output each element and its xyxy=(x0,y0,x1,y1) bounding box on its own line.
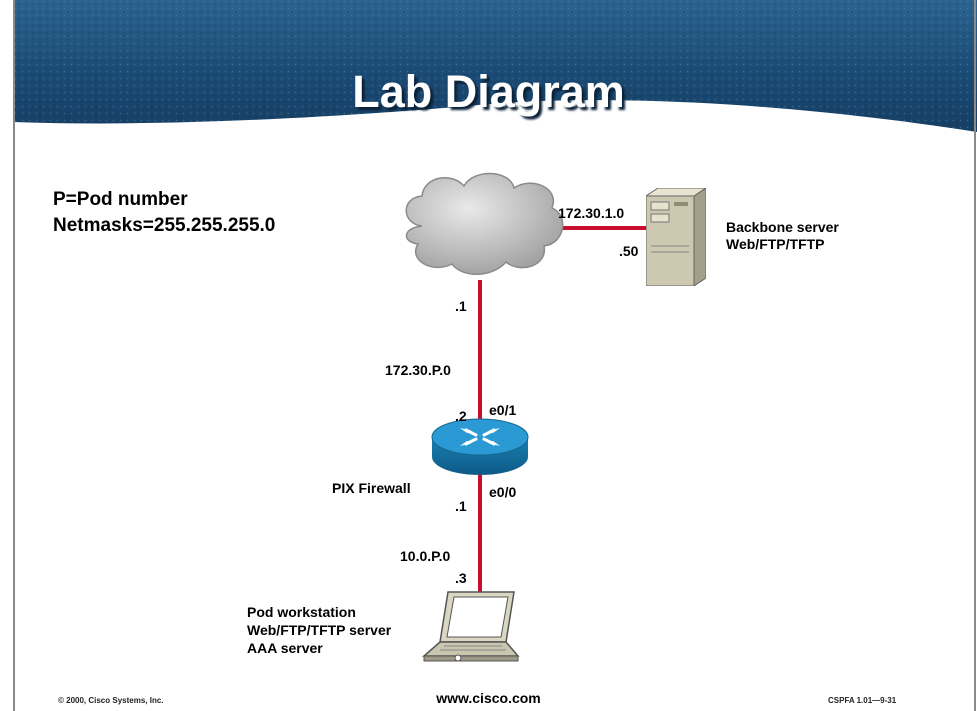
workstation-name: Pod workstation xyxy=(247,604,356,620)
cloud-host-label: .1 xyxy=(455,298,467,314)
pix-firewall-label: PIX Firewall xyxy=(332,480,411,496)
legend-netmask: Netmasks=255.255.255.0 xyxy=(53,215,276,236)
workstation-services: Web/FTP/TFTP server xyxy=(247,622,392,638)
backbone-server-name: Backbone server xyxy=(726,219,839,235)
header-banner xyxy=(13,0,977,132)
slide-frame xyxy=(13,0,976,711)
pix-inside-host-label: .1 xyxy=(455,498,467,514)
laptop-icon xyxy=(422,591,520,662)
footer-course-code: CSPFA 1.01—9-31 xyxy=(828,696,897,705)
outside-network-label: 172.30.P.0 xyxy=(385,362,451,378)
cloud-icon xyxy=(405,172,564,275)
footer-copyright: © 2000, Cisco Systems, Inc. xyxy=(58,696,164,705)
workstation-host-label: .3 xyxy=(455,570,467,586)
server-tower-icon xyxy=(646,188,706,286)
workstation-aaa: AAA server xyxy=(247,640,323,656)
footer-url: www.cisco.com xyxy=(436,690,541,706)
backbone-host-label: .50 xyxy=(619,243,639,259)
legend-pod-number: P=Pod number xyxy=(53,189,188,210)
pix-outside-host-label: .2 xyxy=(455,408,467,424)
pix-inside-interface-label: e0/0 xyxy=(489,484,517,500)
router-icon xyxy=(431,418,529,475)
pix-outside-interface-label: e0/1 xyxy=(489,402,517,418)
page-title: Lab Diagram xyxy=(352,66,625,117)
backbone-network-label: 172.30.1.0 xyxy=(558,205,625,221)
inside-network-label: 10.0.P.0 xyxy=(400,548,451,564)
backbone-server-services: Web/FTP/TFTP xyxy=(726,236,825,252)
